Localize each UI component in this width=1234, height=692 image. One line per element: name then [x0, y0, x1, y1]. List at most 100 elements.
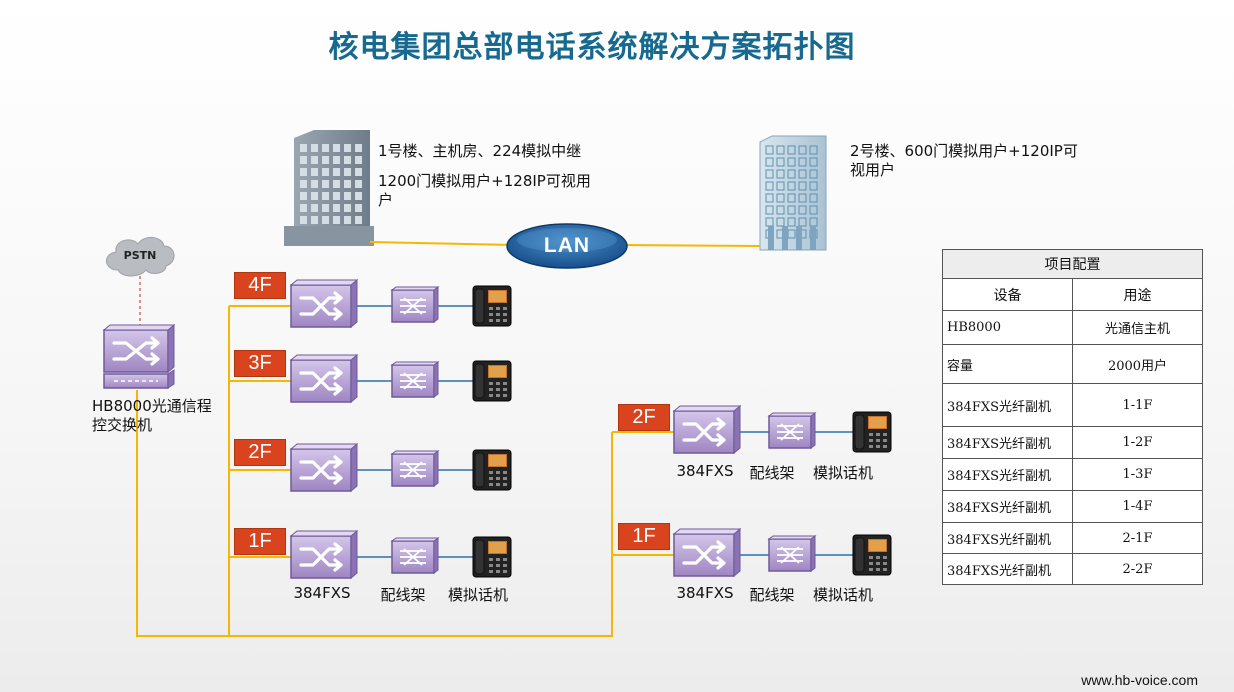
- b1-2f-patch-panel-icon: [391, 450, 439, 487]
- b1-4f-fxs-switch-icon: [289, 278, 359, 329]
- b1-1f-patch-panel-icon: [391, 537, 439, 574]
- config-cell-device: HB8000: [942, 310, 1073, 345]
- config-cell-use: 2-2F: [1072, 553, 1203, 585]
- config-cell-device: 384FXS光纤副机: [942, 458, 1073, 491]
- building-2-window: [776, 169, 785, 179]
- b1-phone-label: 模拟话机: [447, 586, 508, 604]
- building-1-window: [355, 168, 362, 176]
- building-1-window: [355, 144, 362, 152]
- building-2-window: [787, 193, 796, 203]
- building-2-icon: [759, 135, 827, 251]
- building-2-pillar: [810, 226, 816, 250]
- floor-tag-b1-3f: 3F: [234, 350, 286, 377]
- building-1-window: [322, 204, 329, 212]
- building-2-window: [776, 157, 785, 167]
- building-2-window: [809, 145, 818, 155]
- b2-2f-fxs-label: 384FXS: [676, 462, 734, 480]
- building-1-window: [355, 180, 362, 188]
- building-1-desc-line1: 1号楼、主机房、224模拟中继: [378, 142, 582, 160]
- b1-4f-patch-panel-icon: [391, 286, 439, 323]
- building-2-pillar: [796, 226, 802, 250]
- b2-1f-fxs-switch-icon: [672, 527, 742, 578]
- building-1-window: [344, 204, 351, 212]
- building-1-window: [344, 192, 351, 200]
- b1-1f-fxs-switch-icon: [289, 529, 359, 580]
- building-2-pillar: [768, 226, 774, 250]
- building-1-window: [322, 180, 329, 188]
- building-1-window: [355, 216, 362, 224]
- floor-tag-b1-4f: 4F: [234, 272, 286, 299]
- config-col-use: 用途: [1072, 278, 1203, 311]
- building-1-window: [311, 204, 318, 212]
- config-cell-device: 384FXS光纤副机: [942, 522, 1073, 554]
- config-cell-use: 2000用户: [1072, 344, 1203, 384]
- b1-3f-fxs-switch-icon: [289, 353, 359, 404]
- building-2-window: [787, 145, 796, 155]
- building-1-window: [344, 168, 351, 176]
- config-cell-use: 1-2F: [1072, 426, 1203, 459]
- building-1-window: [300, 144, 307, 152]
- b2-1f-patch-label: 配线架: [749, 586, 795, 604]
- b1-3f-phone-icon: [472, 360, 512, 402]
- building-2-window: [809, 157, 818, 167]
- building-2-window: [765, 205, 774, 215]
- floor-tag-b1-2f: 2F: [234, 439, 286, 466]
- b1-3f-patch-panel-icon: [391, 361, 439, 398]
- building-2-window: [787, 169, 796, 179]
- building-1-window: [300, 204, 307, 212]
- b1-1f-phone-icon: [472, 536, 512, 578]
- building-1-window: [322, 144, 329, 152]
- b2-2f-fxs-switch-icon: [672, 404, 742, 455]
- building-2-window: [809, 169, 818, 179]
- building-2-pillar: [782, 226, 788, 250]
- building-2-window: [776, 217, 785, 227]
- building-1-icon: [284, 130, 374, 246]
- pstn-label: PSTN: [123, 249, 157, 262]
- config-cell-device: 384FXS光纤副机: [942, 490, 1073, 523]
- building-1-window: [322, 156, 329, 164]
- building-2-window: [787, 217, 796, 227]
- b1-2f-phone-icon: [472, 449, 512, 491]
- floor-tag-b2-1f: 1F: [618, 523, 670, 550]
- config-cell-use: 1-4F: [1072, 490, 1203, 523]
- building-1-window: [333, 204, 340, 212]
- config-cell-device: 384FXS光纤副机: [942, 426, 1073, 459]
- config-table-header: 项目配置: [942, 249, 1203, 279]
- building-1-window: [355, 192, 362, 200]
- pstn-cloud-icon: [106, 237, 175, 277]
- config-cell-device: 容量: [942, 344, 1073, 384]
- page-title: 核电集团总部电话系统解决方案拓扑图: [328, 30, 856, 65]
- b1-2f-fxs-switch-icon: [289, 442, 359, 493]
- building-2-window: [809, 181, 818, 191]
- building-2-window: [798, 193, 807, 203]
- b1-fxs-label: 384FXS: [293, 584, 351, 602]
- b2-1f-phone-label: 模拟话机: [812, 586, 873, 604]
- building-2-window: [798, 205, 807, 215]
- building-2-desc: 2号楼、600门模拟用户+120IP可视用户: [850, 142, 1078, 179]
- building-1-window: [333, 192, 340, 200]
- building-1-window: [311, 144, 318, 152]
- building-2-window: [787, 157, 796, 167]
- lan-link-building-2: [621, 244, 761, 247]
- b2-2f-patch-panel-icon: [768, 412, 816, 449]
- config-cell-use: 2-1F: [1072, 522, 1203, 554]
- building-1-window: [333, 144, 340, 152]
- building-2-window: [787, 181, 796, 191]
- b2-1f-phone-icon: [852, 534, 892, 576]
- building-1-window: [333, 156, 340, 164]
- lan-cloud-icon: [506, 223, 628, 269]
- building-1-window: [344, 156, 351, 164]
- config-col-device: 设备: [942, 278, 1073, 311]
- building-2-window: [765, 169, 774, 179]
- hb8000-switch-icon: [102, 323, 176, 389]
- building-1-window: [311, 192, 318, 200]
- b2-1f-patch-panel-icon: [768, 535, 816, 572]
